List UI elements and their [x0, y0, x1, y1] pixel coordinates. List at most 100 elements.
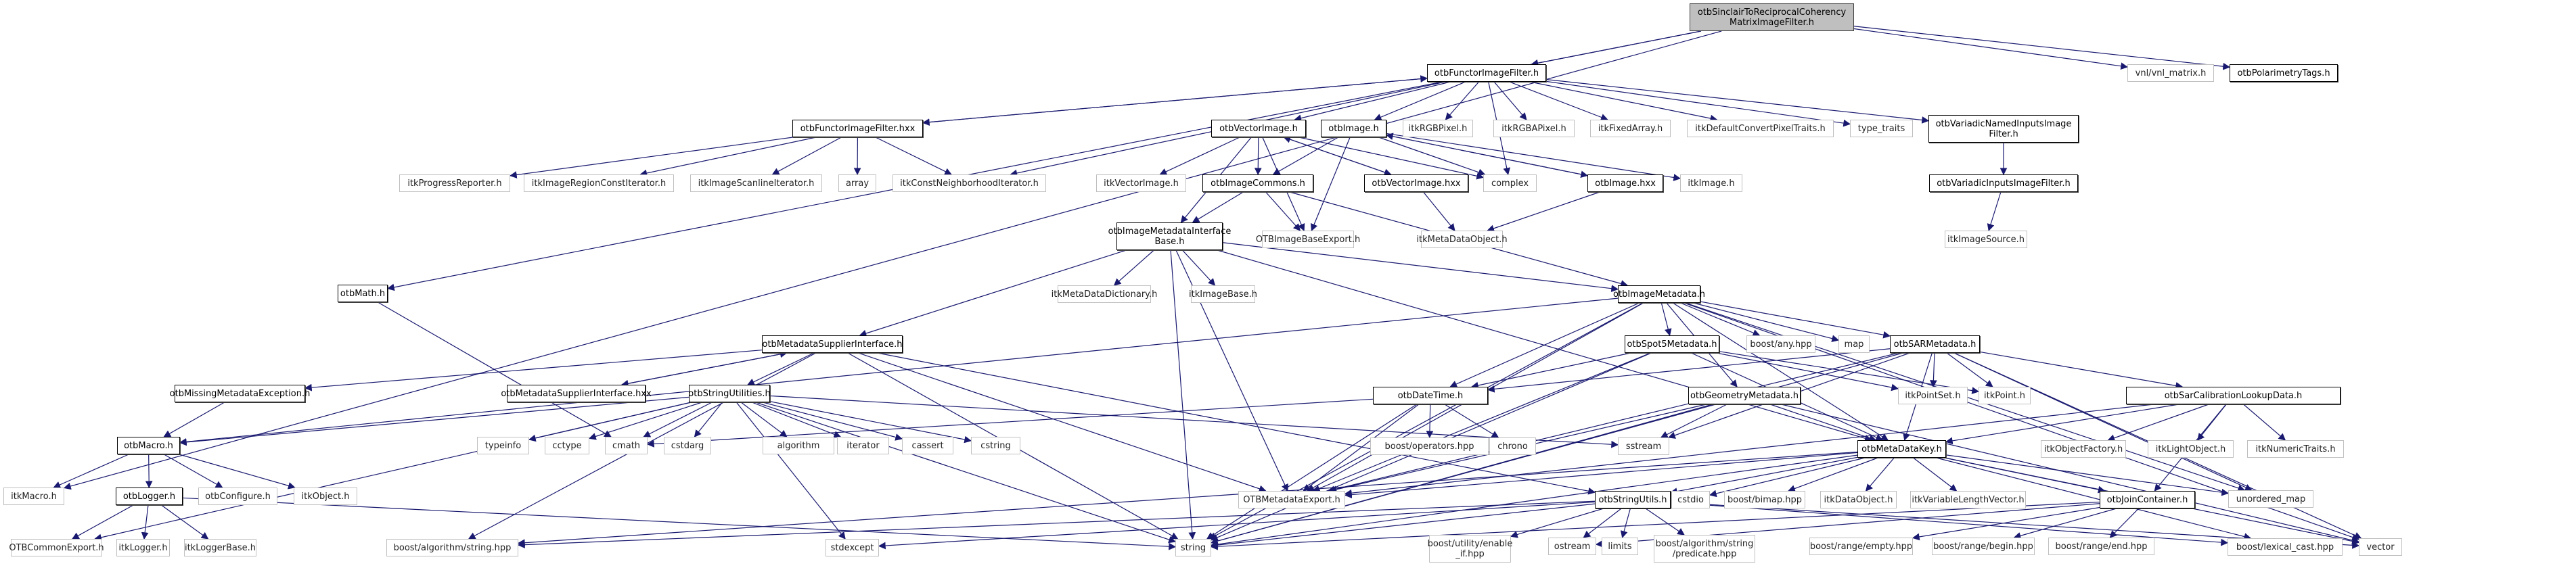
graph-node-rangeempty: boost/range/empty.hpp	[1809, 538, 1913, 555]
graph-node-stringutils[interactable]: otbStringUtils.h	[1595, 491, 1671, 508]
graph-node-mdexport: OTBMetadataExport.h	[1238, 491, 1345, 508]
graph-node-joincontainer[interactable]: otbJoinContainer.h	[2100, 491, 2195, 508]
edge-vectorimage-h-to-itkvectorimage	[1159, 137, 1240, 175]
graph-node-spot5[interactable]: otbSpot5Metadata.h	[1625, 335, 1719, 353]
graph-node-metadatakey[interactable]: otbMetaDataKey.h	[1857, 440, 1946, 458]
edge-functor-h-to-defconv	[1530, 81, 1718, 122]
graph-node-cstring: cstring	[971, 437, 1020, 454]
graph-node-progress: itkProgressReporter.h	[399, 174, 510, 192]
edge-datetime-to-chrono	[1444, 404, 1499, 438]
graph-node-imagebase: itkImageBase.h	[1189, 285, 1257, 303]
edge-stringutilities-to-commonexport	[94, 402, 692, 542]
graph-node-geometrymd[interactable]: otbGeometryMetadata.h	[1688, 387, 1801, 404]
graph-node-otblogger[interactable]: otbLogger.h	[116, 488, 183, 505]
edge-sarmetadata-to-mdexport	[1327, 352, 1899, 493]
edge-sarmetadata-to-pointset	[1929, 352, 1937, 388]
edge-imagemetadata-to-otbmacro	[179, 298, 1619, 446]
edge-functor-h-to-rgbpixel	[1445, 81, 1480, 120]
edge-imagecommons-to-imagebaseexport	[1265, 191, 1301, 231]
graph-node-image-h[interactable]: otbImage.h	[1321, 120, 1386, 137]
graph-node-lightobject: itkLightObject.h	[2148, 440, 2234, 458]
graph-node-sarcal[interactable]: otbSarCalibrationLookupData.h	[2126, 387, 2341, 404]
edge-sarmetadata-to-point	[1946, 352, 1993, 387]
edge-imi-base-to-mdexport	[1175, 250, 1288, 492]
graph-node-mdsupplier-hxx[interactable]: otbMetadataSupplierInterface.hxx	[501, 385, 652, 402]
edge-vectorimage-hxx-to-vectorimage-h	[1283, 136, 1391, 175]
edge-spot5-to-pointset	[1716, 352, 1899, 391]
graph-node-iterator: iterator	[837, 437, 889, 454]
graph-node-polarimetry[interactable]: otbPolarimetryTags.h	[2230, 64, 2338, 82]
graph-node-stringutilities[interactable]: otbStringUtilities.h	[688, 385, 771, 402]
edge-stringutils-to-stdexcept	[878, 501, 1596, 550]
edge-stringutilities-to-algorithm	[740, 402, 788, 437]
edge-functor-h-to-variadic-named	[1545, 78, 1930, 124]
edge-joincontainer-to-string	[1210, 501, 2100, 550]
graph-node-otbmacro[interactable]: otbMacro.h	[117, 437, 180, 454]
graph-node-imagesource: itkImageSource.h	[1945, 231, 2027, 248]
graph-node-algorithm: algorithm	[763, 437, 834, 454]
graph-node-imagemetadata[interactable]: otbImageMetadata.h	[1613, 285, 1705, 303]
graph-node-variadic-inputs[interactable]: otbVariadicInputsImageFilter.h	[1929, 174, 2078, 192]
graph-node-image-hxx[interactable]: otbImage.hxx	[1587, 174, 1663, 192]
edge-stringutils-to-predicate	[1645, 508, 1685, 536]
graph-node-boostoperators: boost/operators.hpp	[1370, 437, 1489, 455]
graph-node-variadic-named[interactable]: otbVariadicNamedInputsImage Filter.h	[1928, 115, 2079, 143]
edge-imagemetadata-to-map	[1693, 302, 1840, 342]
edge-functor-hxx-to-scanline	[771, 137, 842, 175]
graph-node-boostany: boost/any.hpp	[1746, 335, 1815, 353]
edge-image-h-to-imagecommons	[1272, 137, 1339, 175]
graph-node-vectorimage-h[interactable]: otbVectorImage.h	[1211, 120, 1306, 137]
graph-node-missingmd[interactable]: otbMissingMetadataException.h	[170, 385, 310, 402]
graph-node-itklogger: itkLogger.h	[116, 539, 170, 556]
edge-imagecommons-to-imi-base	[1192, 191, 1244, 223]
graph-node-itkobject: itkObject.h	[294, 488, 357, 505]
edge-image-h-to-itkimage	[1386, 133, 1681, 181]
graph-node-otbmath[interactable]: otbMath.h	[338, 285, 388, 302]
graph-node-predicate: boost/algorithm/string /predicate.hpp	[1654, 535, 1755, 563]
graph-node-sstream: sstream	[1618, 437, 1669, 455]
graph-node-imi-base[interactable]: otbImageMetadataInterface Base.h	[1108, 222, 1231, 250]
edge-imi-base-to-string	[1170, 250, 1196, 540]
edge-otbmacro-to-itkmacro	[53, 454, 129, 489]
edge-otbmacro-to-itkobject	[179, 454, 296, 490]
edge-stringutilities-to-otbmacro	[179, 396, 690, 446]
graph-node-boostalgostring: boost/algorithm/string.hpp	[386, 539, 518, 556]
edge-otblogger-to-itkloggerbase	[161, 504, 209, 540]
graph-node-datetime[interactable]: otbDateTime.h	[1373, 387, 1488, 404]
graph-node-root[interactable]: otbSinclairToReciprocalCoherency MatrixI…	[1690, 3, 1854, 31]
graph-node-itkloggerbase: itkLoggerBase.h	[184, 539, 256, 556]
edge-image-hxx-to-metadataobject	[1487, 191, 1600, 232]
edge-geometrymd-to-string	[1210, 404, 1713, 545]
edge-metadatakey-to-unordered-map	[1945, 454, 2230, 496]
graph-node-functor-hxx[interactable]: otbFunctorImageFilter.hxx	[792, 120, 923, 137]
edge-sarmetadata-to-datetime	[1487, 348, 1891, 393]
graph-node-itkvectorimage: itkVectorImage.h	[1096, 174, 1186, 192]
graph-node-sarmetadata[interactable]: otbSARMetadata.h	[1890, 335, 1980, 353]
edge-imagemetadata-to-metadatakey	[1673, 302, 1889, 441]
edge-otbmacro-to-otbconfigure	[164, 454, 223, 488]
edge-functor-hxx-to-constneigh	[875, 137, 952, 175]
graph-node-rangebegin: boost/range/begin.hpp	[1932, 538, 2035, 555]
graph-node-constneigh: itkConstNeighborhoodIterator.h	[892, 174, 1046, 192]
graph-node-chrono: chrono	[1489, 437, 1536, 455]
edge-sarcal-to-numerictraits	[2243, 404, 2286, 441]
graph-node-varlenvec: itkVariableLengthVector.h	[1910, 491, 2026, 508]
edge-stringutils-to-enable-if	[1510, 508, 1604, 538]
graph-node-point: itkPoint.h	[1979, 387, 2031, 404]
graph-node-imagecommons[interactable]: otbImageCommons.h	[1202, 174, 1313, 192]
graph-node-rgbapixel: itkRGBAPixel.h	[1493, 120, 1575, 137]
edge-sarcal-to-mdexport	[1344, 404, 2154, 497]
graph-node-otbconfigure: otbConfigure.h	[198, 488, 277, 505]
graph-node-mdsupplier-h[interactable]: otbMetadataSupplierInterface.h	[762, 335, 903, 353]
edge-stringutils-to-string	[1210, 503, 1596, 549]
graph-node-array: array	[838, 174, 876, 192]
graph-node-defconv: itkDefaultConvertPixelTraits.h	[1687, 120, 1834, 137]
graph-node-itkimage: itkImage.h	[1680, 174, 1742, 192]
edge-otbmacro-to-otblogger	[145, 454, 153, 489]
graph-node-vectorimage-hxx[interactable]: otbVectorImage.hxx	[1364, 174, 1468, 192]
graph-node-functor-h[interactable]: otbFunctorImageFilter.h	[1427, 64, 1546, 82]
edge-metadatakey-to-stringutils	[1669, 456, 1858, 495]
edge-geometrymd-to-sstream	[1660, 404, 1727, 438]
